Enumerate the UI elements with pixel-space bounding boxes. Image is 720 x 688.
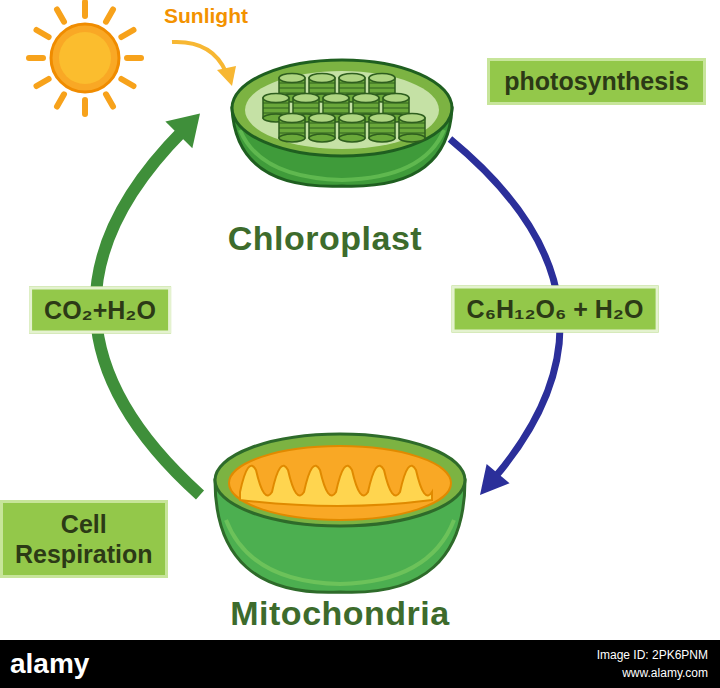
chloroplast-organelle: Chloroplast [200, 30, 450, 262]
formula-label: C₆H₁₂O₆ + H₂O [452, 285, 659, 332]
mitochondria-organelle: Mitochondria [200, 425, 480, 637]
sun-icon [29, 2, 141, 114]
process-box: photosynthesis [487, 58, 706, 105]
process-label: photosynthesis [504, 67, 689, 96]
mitochondria-illustration [215, 434, 465, 592]
sunlight-arrow [172, 42, 236, 86]
organelle-label: Chloroplast [228, 219, 422, 258]
arrow-head [165, 114, 200, 149]
chloroplast-illustration [232, 60, 452, 186]
arrow-head [480, 464, 510, 495]
process-label: Cell Respiration [15, 509, 153, 569]
image-id: Image ID: 2PK6PNM [597, 648, 708, 662]
sunlight-label: Sunlight [164, 4, 248, 28]
process-box: Cell Respiration [0, 500, 168, 578]
organelle-label: Mitochondria [230, 594, 449, 633]
formula-label: CO₂+H₂O [29, 286, 171, 333]
footer-bar [0, 640, 720, 688]
watermark-url: www.alamy.com [622, 666, 708, 680]
watermark-logo: alamy [10, 648, 89, 680]
